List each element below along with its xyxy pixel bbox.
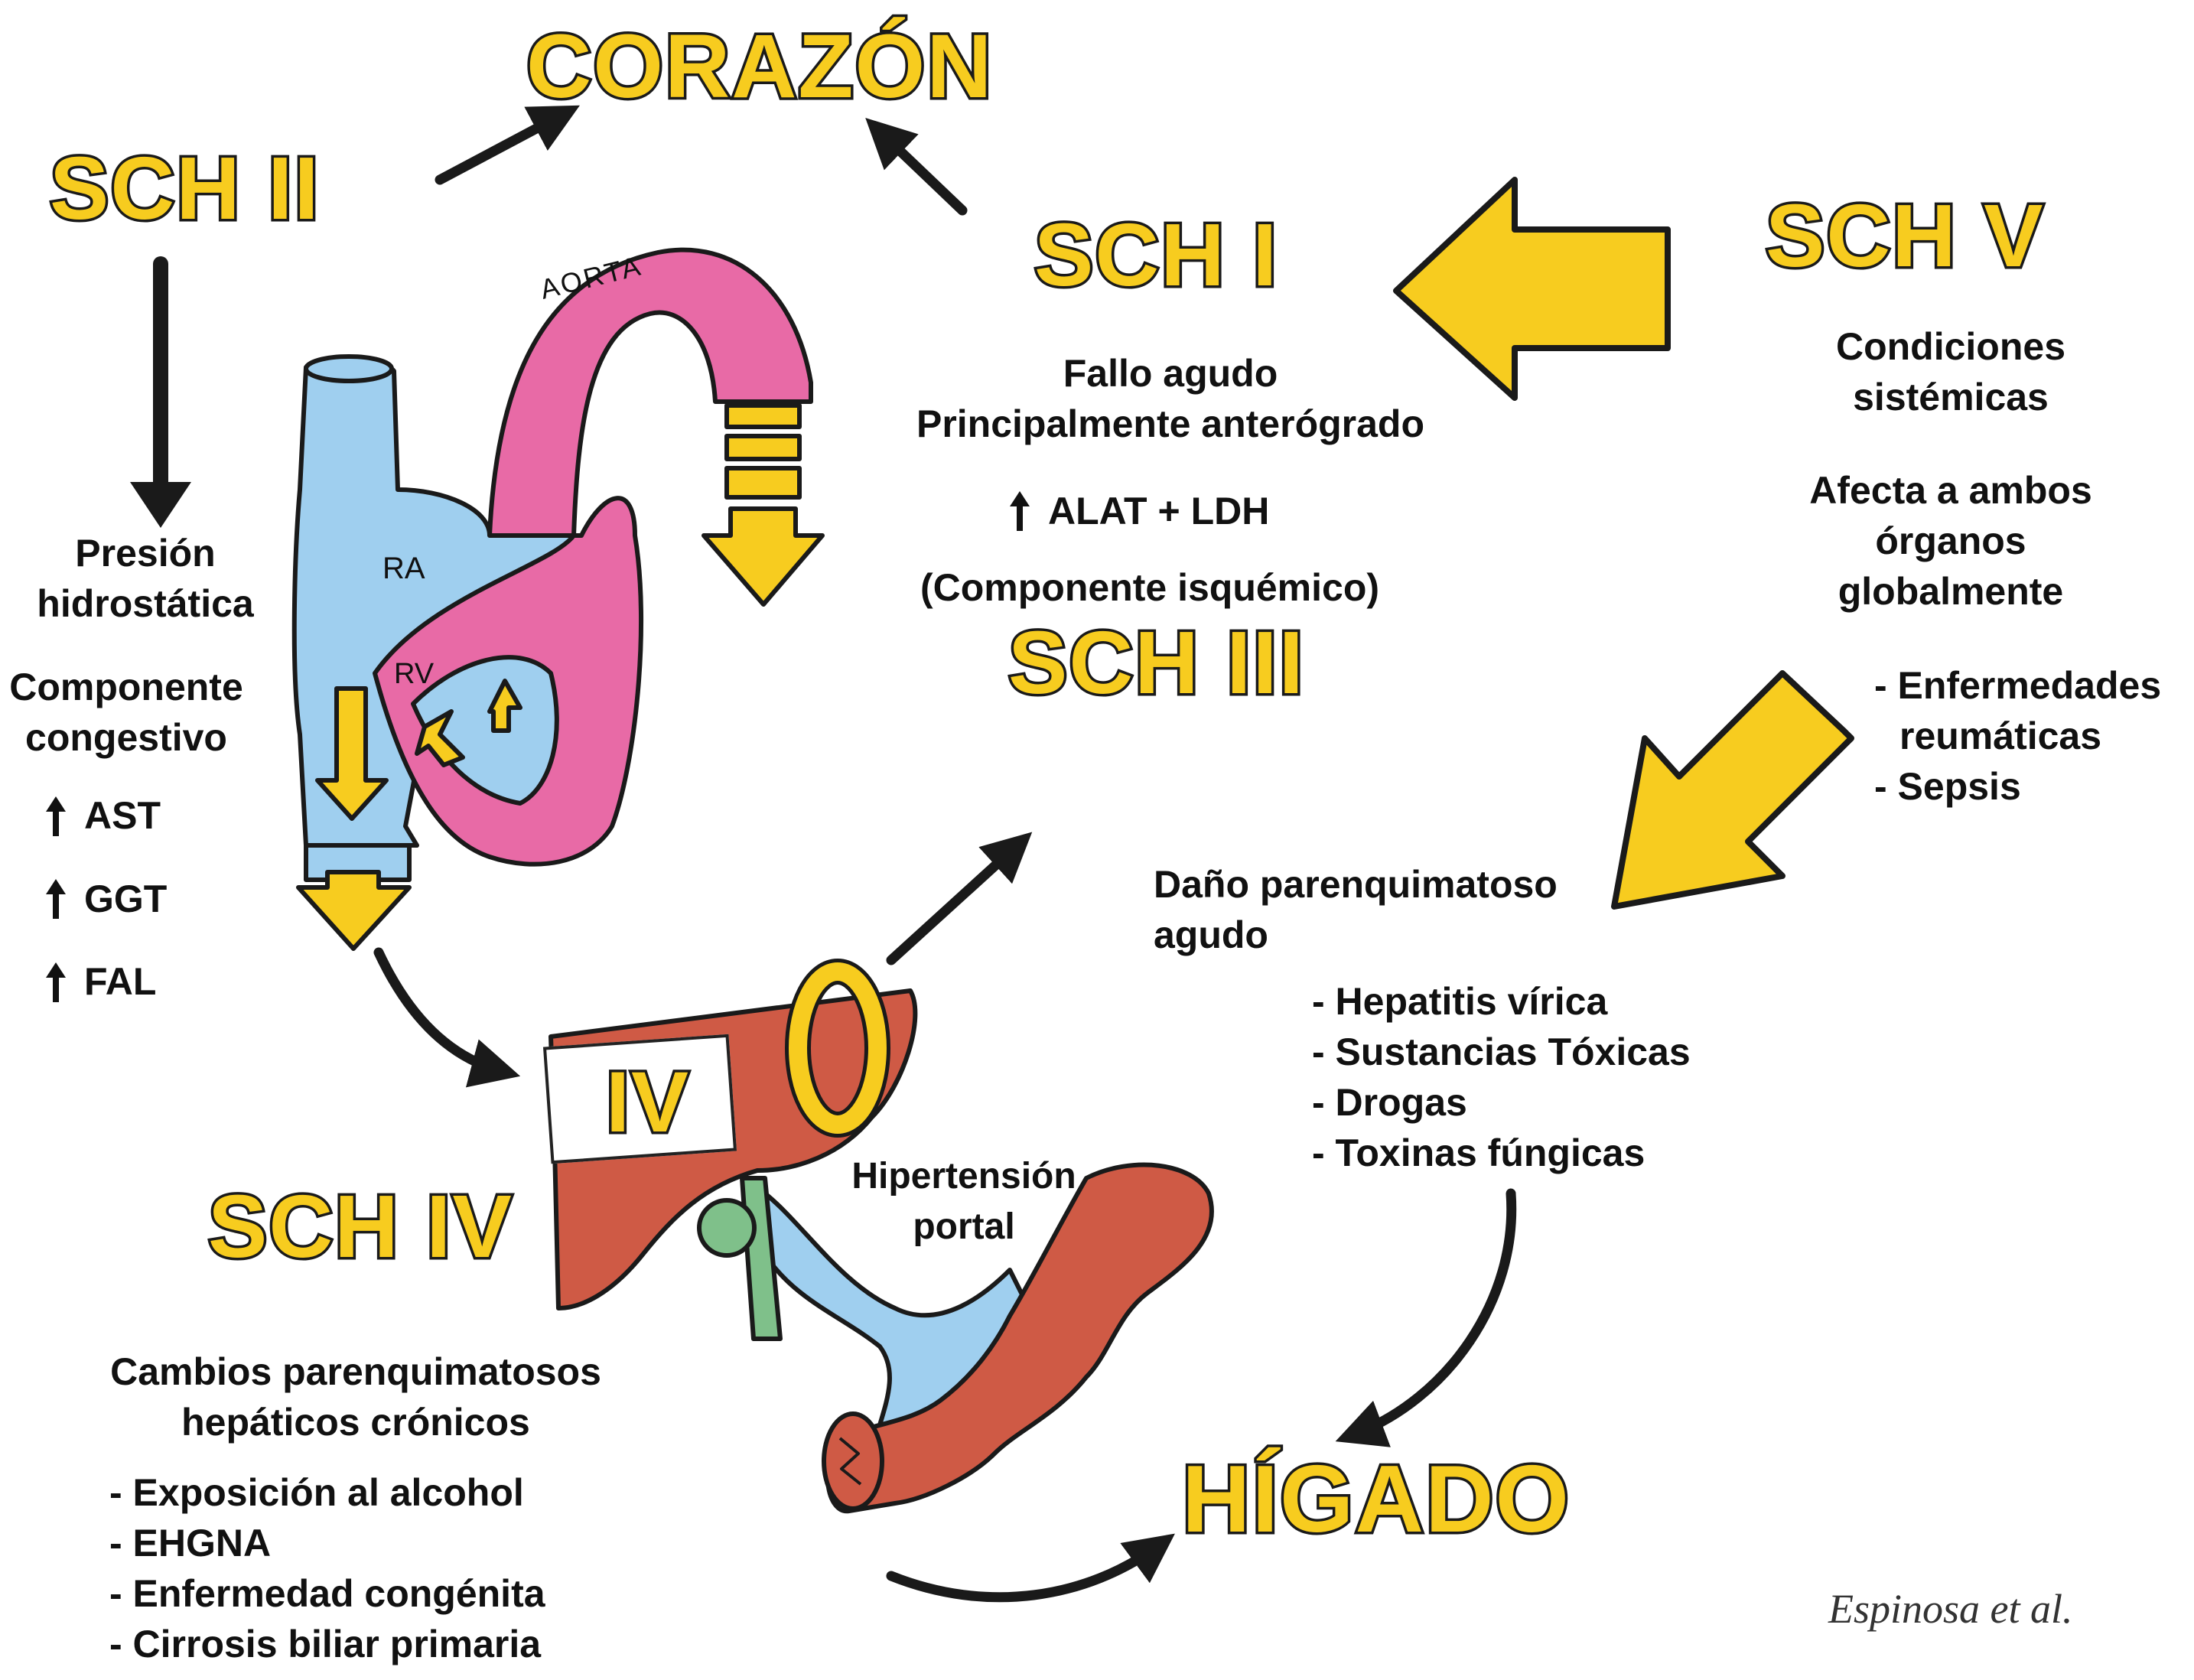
portal-line-1: Hipertensión — [851, 1156, 1076, 1197]
schiii-line-1: Daño parenquimatoso — [1154, 863, 1558, 906]
schiii-item-1: - Hepatitis vírica — [1312, 980, 1608, 1023]
schi-note: (Componente isquémico) — [920, 566, 1380, 609]
portal-line-2: portal — [913, 1206, 1015, 1247]
schv-scope: Afecta a ambos órganos globalmente — [1759, 465, 2142, 617]
title-sch-i: SCH I — [1031, 205, 1279, 304]
schiv-list: - Exposición al alcohol - EHGNA - Enferm… — [109, 1467, 545, 1669]
marker-fal-row: FAL — [44, 945, 156, 1019]
schii-markers: AST GGT FAL — [44, 779, 167, 1028]
aorta-band-1 — [724, 403, 802, 429]
schv-description: Condiciones sistémicas — [1759, 321, 2142, 422]
aorta-band-3 — [724, 466, 802, 500]
schii-comp-1: Componente — [9, 666, 243, 708]
schv-line-4: órganos — [1875, 519, 2026, 562]
schiv-line-2: hepáticos crónicos — [181, 1401, 530, 1444]
schiii-list: - Hepatitis vírica - Sustancias Tóxicas … — [1312, 976, 1691, 1178]
schi-marker: ALAT + LDH — [1048, 490, 1270, 532]
schiv-line-1: Cambios parenquimatosos — [110, 1350, 601, 1393]
title-sch-iv: SCH IV — [206, 1177, 515, 1276]
marker-fal: FAL — [84, 960, 157, 1003]
arrow-schiv-to-higado — [886, 1533, 1175, 1603]
schiv-item-1: - Exposición al alcohol — [109, 1471, 524, 1514]
up-arrow-icon — [46, 879, 66, 919]
schv-item-1: - Enfermedades — [1874, 664, 2162, 707]
schv-item-3: - Sepsis — [1874, 765, 2021, 808]
schiv-item-4: - Cirrosis biliar primaria — [109, 1623, 542, 1665]
flow-arrow-ivc — [296, 870, 412, 951]
intestine — [825, 1162, 1214, 1514]
schv-line-5: globalmente — [1838, 570, 2064, 613]
arrow-schi-to-corazon — [865, 118, 968, 216]
gallbladder — [697, 1198, 757, 1258]
schiii-description: Daño parenquimatoso agudo — [1154, 859, 1558, 960]
schv-item-2: reumáticas — [1899, 715, 2102, 757]
title-sch-v: SCH V — [1763, 186, 2046, 285]
yellow-arrow-schv-to-schi — [1393, 177, 1671, 401]
label-rv: RV — [394, 658, 435, 690]
portal-ring — [789, 962, 887, 1134]
flow-arrow-ra — [315, 686, 389, 821]
schi-description: Fallo agudo Principalmente anterógrado — [880, 348, 1461, 449]
schii-description: Presión hidrostática — [31, 528, 260, 629]
schiii-line-2: agudo — [1154, 913, 1268, 956]
arrow-schiii-to-higado — [1335, 1188, 1517, 1447]
title-corazon: CORAZÓN — [524, 16, 995, 117]
marker-ast: AST — [84, 794, 161, 837]
arrow-schii-to-corazon — [435, 105, 580, 185]
schi-line-1: Fallo agudo — [1063, 352, 1278, 395]
title-higado: HÍGADO — [1180, 1447, 1572, 1552]
aorta-band-2 — [724, 434, 802, 461]
schiii-item-3: - Drogas — [1312, 1081, 1467, 1124]
schiii-item-2: - Sustancias Tóxicas — [1312, 1030, 1691, 1073]
superior-vena-cava-top — [304, 354, 394, 383]
schii-line-1: Presión — [75, 532, 216, 575]
marker-ggt-row: GGT — [44, 862, 167, 936]
arrow-liver-to-schiii — [886, 832, 1033, 965]
aorta — [487, 247, 813, 538]
portal-label: Hipertensión portal — [826, 1151, 1102, 1252]
title-sch-ii: SCH II — [47, 138, 322, 238]
schiv-item-3: - Enfermedad congénita — [109, 1572, 545, 1615]
intestine-opening — [822, 1411, 884, 1511]
schi-line-2: Principalmente anterógrado — [916, 402, 1425, 445]
schii-component: Componente congestivo — [0, 662, 252, 763]
schiii-item-4: - Toxinas fúngicas — [1312, 1131, 1646, 1174]
black-arrows — [153, 105, 1517, 1603]
right-ventricle-cavity — [411, 655, 559, 806]
schv-line-3: Afecta a ambos — [1809, 469, 2092, 512]
label-ra: RA — [382, 552, 425, 585]
marker-ggt: GGT — [84, 877, 168, 920]
flow-arrow-rv-1 — [415, 709, 465, 767]
schiv-item-2: - EHGNA — [109, 1522, 272, 1564]
heart-flow-arrows — [296, 403, 825, 951]
flow-arrow-rv-2 — [487, 679, 522, 733]
credit: Espinosa et al. — [1828, 1586, 2073, 1632]
arrow-heart-to-liver — [373, 947, 521, 1088]
schii-line-2: hidrostática — [37, 582, 254, 625]
schv-list: - Enfermedades reumáticas - Sepsis — [1874, 660, 2161, 812]
aorta-flow-arrow — [701, 506, 825, 607]
liver-iv-label: IV — [604, 1054, 692, 1150]
marker-ast-row: AST — [44, 779, 161, 853]
title-sch-iii: SCH III — [1006, 613, 1307, 712]
schiv-description: Cambios parenquimatosos hepáticos crónic… — [61, 1346, 650, 1447]
arrow-schii-down-head — [130, 482, 191, 528]
yellow-arrow-schv-to-schiii — [1611, 670, 1854, 910]
schv-line-2: sistémicas — [1853, 376, 2049, 418]
schi-marker-row: ALAT + LDH — [1008, 486, 1269, 536]
schii-comp-2: congestivo — [25, 716, 227, 759]
schv-line-1: Condiciones — [1835, 325, 2066, 368]
up-arrow-icon — [46, 796, 66, 836]
up-arrow-icon — [1010, 491, 1030, 531]
up-arrow-icon — [46, 962, 66, 1002]
